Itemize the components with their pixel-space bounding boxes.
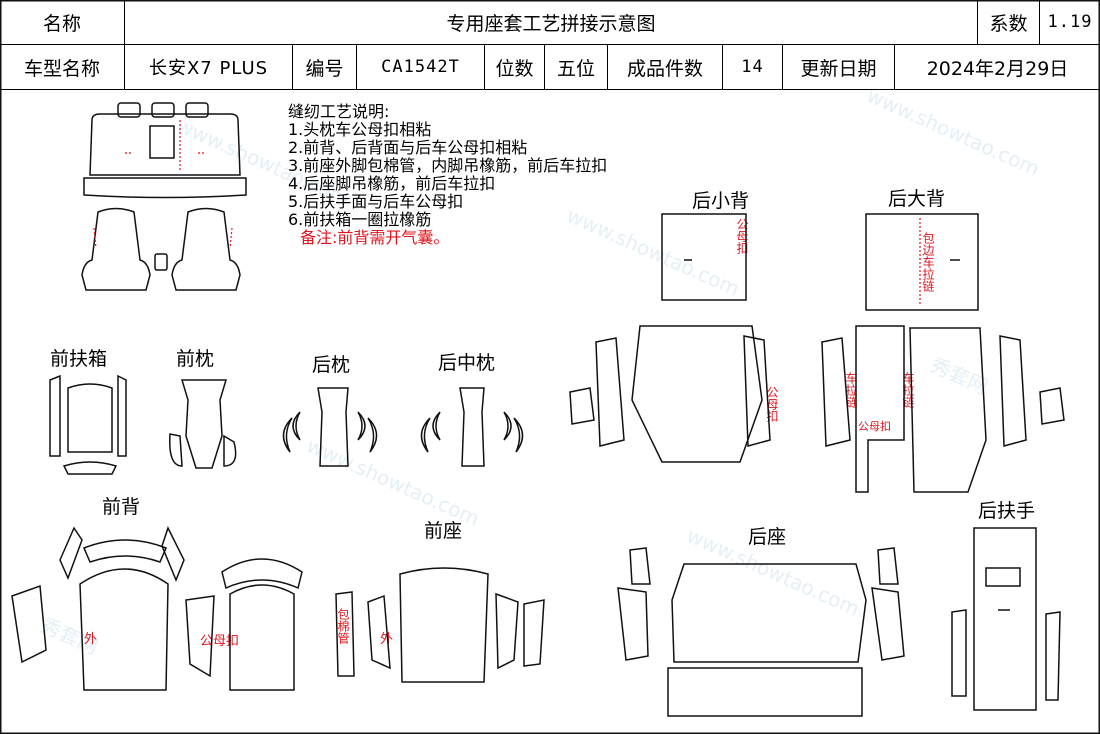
seats-label: 位数 xyxy=(485,45,545,90)
note-item: 3.前座外脚包棉管，内脚吊橡筋，前后车拉扣 xyxy=(288,156,608,175)
notes-remark: 备注:前背需开气囊。 xyxy=(300,228,450,247)
sheet-title: 专用座套工艺拼接示意图 xyxy=(125,0,978,45)
rear-headrest-pattern xyxy=(282,387,378,467)
rear-center-headrest-pattern xyxy=(420,387,524,467)
seats-value: 五位 xyxy=(545,45,608,90)
section-front-back: 前背 xyxy=(102,496,141,518)
pieces-label: 成品件数 xyxy=(608,45,723,90)
front-back-pattern xyxy=(11,526,303,691)
name-label: 名称 xyxy=(0,0,125,45)
rear-big-back-pattern xyxy=(821,213,1065,493)
section-rear-center-headrest: 后中枕 xyxy=(438,352,496,374)
section-front-headrest: 前枕 xyxy=(176,348,215,370)
section-rear-armrest: 后扶手 xyxy=(978,500,1036,522)
rear-bench-illustration xyxy=(83,102,247,199)
annotation-edge-zip: 包边车拉链 xyxy=(921,232,935,292)
section-rear-headrest: 后枕 xyxy=(312,354,351,376)
section-rear-small-back: 后小背 xyxy=(692,190,750,212)
date-value: 2024年2月29日 xyxy=(895,45,1100,90)
rear-small-back-pattern xyxy=(569,213,771,463)
annotation-snap: 公母扣 xyxy=(858,420,891,433)
front-seat-pattern xyxy=(335,567,545,683)
pieces-value: 14 xyxy=(723,45,783,90)
note-item: 5.后扶手面与后车公母扣 xyxy=(288,192,464,211)
rear-seat-pattern xyxy=(617,547,905,717)
section-rear-seat: 后座 xyxy=(748,526,787,548)
coef-label: 系数 xyxy=(978,0,1040,45)
note-item: 6.前扶箱一圈拉橡筋 xyxy=(288,210,432,229)
notes-title: 缝纫工艺说明: xyxy=(288,102,390,121)
annotation-outer: 外 xyxy=(84,632,98,647)
date-label: 更新日期 xyxy=(783,45,895,90)
sewing-notes: 缝纫工艺说明: 1.头枕车公母扣相粘 2.前背、后背面与后车公母扣相粘 3.前座… xyxy=(288,103,607,247)
section-front-armrest: 前扶箱 xyxy=(50,348,108,370)
front-headrest-pattern xyxy=(169,379,237,469)
coef-value: 1.19 xyxy=(1040,0,1100,45)
rear-armrest-pattern xyxy=(951,527,1061,711)
section-rear-big-back: 后大背 xyxy=(888,188,946,210)
model-value: 长安X7 PLUS xyxy=(125,45,293,90)
header-table: 名称 专用座套工艺拼接示意图 系数 1.19 车型名称 长安X7 PLUS 编号… xyxy=(0,0,1100,90)
code-label: 编号 xyxy=(293,45,357,90)
annotation-tube: 包棉管 xyxy=(336,608,350,644)
model-label: 车型名称 xyxy=(0,45,125,90)
note-item: 4.后座脚吊橡筋，前后车拉扣 xyxy=(288,174,496,193)
front-seats-illustration xyxy=(81,207,241,291)
annotation-outer: 外 xyxy=(380,632,394,647)
note-item: 2.前背、后背面与后车公母扣相粘 xyxy=(288,138,528,157)
section-front-seat: 前座 xyxy=(424,520,463,542)
code-value: CA1542T xyxy=(357,45,485,90)
note-item: 1.头枕车公母扣相粘 xyxy=(288,120,432,139)
front-armrest-pattern xyxy=(49,374,127,475)
